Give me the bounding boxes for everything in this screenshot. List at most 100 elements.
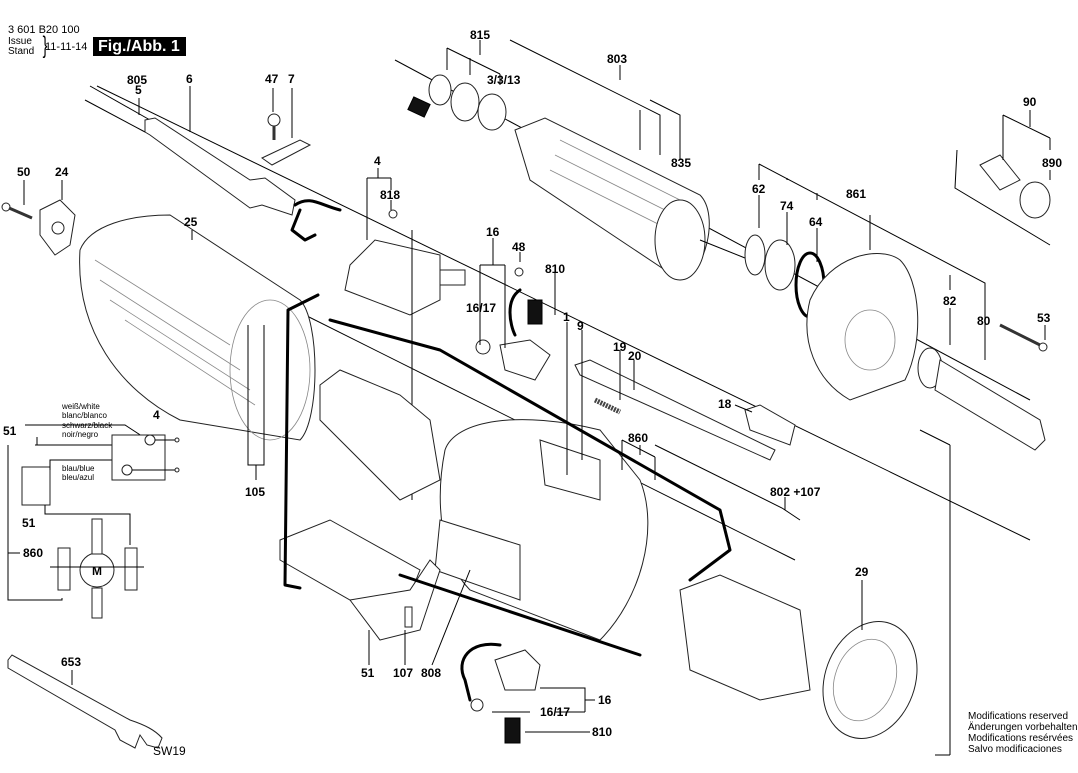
carbon-brush-810 [527, 299, 543, 325]
part-label-802-107: 802 +107 [770, 485, 821, 499]
wire-label-black-2: noir/negro [62, 430, 99, 439]
part-label-810-lower: 810 [592, 725, 612, 739]
brush-holder-part [1, 199, 76, 256]
modifications-notice: Modifications reserved Änderungen vorbeh… [968, 711, 1078, 755]
leader-105 [247, 325, 265, 480]
wiring-ref-51-top: 51 [3, 424, 17, 438]
leader-803 [509, 39, 661, 155]
guide-line-cable [96, 85, 1031, 541]
part-label-835: 835 [671, 156, 691, 170]
part-label-818: 818 [380, 188, 400, 202]
end-cap-inner [832, 638, 898, 722]
cable-brush-upper [508, 288, 522, 337]
leader-16 [479, 238, 506, 348]
part-label-16-lower: 16 [598, 693, 612, 707]
part-label-9: 9 [577, 319, 584, 333]
cable-wires [290, 199, 342, 242]
collet-part [954, 149, 1051, 246]
switch-body [344, 239, 441, 316]
motor-housing-part [79, 214, 316, 441]
stator-rear-part [679, 574, 918, 739]
bearing-ring-3 [477, 93, 507, 131]
housing-opening [229, 299, 311, 441]
part-label-16: 16 [486, 225, 500, 239]
part-label-20: 20 [628, 349, 642, 363]
brush-holder-16 [499, 339, 551, 381]
brush-bottom [91, 587, 103, 619]
wrench-part [7, 654, 163, 749]
end-cap [822, 621, 918, 739]
collet-nut [1019, 181, 1051, 219]
wiring-diagram: M weiß/white blanc/blanco schwarz/black … [3, 402, 180, 619]
wiring-ref-860: 860 [23, 546, 43, 560]
part-label-810: 810 [545, 262, 565, 276]
part-label-4: 4 [374, 154, 381, 168]
brush-top [91, 518, 103, 555]
part-label-53: 53 [1037, 311, 1051, 325]
part-label-19: 19 [613, 340, 627, 354]
part-label-1: 1 [563, 310, 570, 324]
ball-bearing [764, 239, 796, 291]
module-box [21, 466, 51, 506]
part-label-80: 80 [977, 314, 991, 328]
part-label-860: 860 [628, 431, 648, 445]
brush-holder-hole [51, 221, 65, 235]
part-label-25: 25 [184, 215, 198, 229]
internal-cables [283, 288, 732, 702]
housing-body [79, 214, 316, 441]
leader-835 [649, 99, 681, 160]
wire-label-white-2: blanc/blanco [62, 411, 107, 420]
switch-box [111, 434, 166, 481]
part-label-653: 653 [61, 655, 81, 669]
flange-screw [999, 323, 1041, 347]
issue-date: 11-11-14 [45, 41, 88, 53]
wire-label-blue-1: blau/blue [62, 464, 95, 473]
cable-clamp-part [261, 113, 312, 166]
guide-line-right [919, 429, 951, 446]
part-label-5: 5 [135, 83, 142, 97]
wire-module-to-brush [44, 505, 131, 545]
lower-brush-set [470, 649, 541, 744]
leader-808 [431, 569, 471, 666]
part-label-51: 51 [361, 666, 375, 680]
leader-18 [734, 404, 753, 413]
wire-label-black-1: schwarz/black [62, 421, 113, 430]
motor-symbol: M [92, 564, 102, 578]
part-label-107: 107 [393, 666, 413, 680]
cable-sleeve [144, 117, 296, 216]
part-label-62: 62 [752, 182, 766, 196]
part-label-803: 803 [607, 52, 627, 66]
housing-label-1 [539, 439, 601, 501]
armature-part [514, 117, 746, 281]
figure-badge: Fig./Abb. 1 [93, 37, 186, 56]
part-label-815: 815 [470, 28, 490, 42]
stand-label: Stand [8, 46, 35, 57]
leader-90 [1002, 110, 1051, 160]
clamp-screw-head [267, 113, 281, 127]
switch-contact-bottom [121, 464, 133, 476]
terminal-bottom [174, 467, 180, 473]
brace-glyph: } [42, 32, 48, 59]
part-label-861: 861 [846, 187, 866, 201]
carbon-brush-810-lower [504, 717, 521, 744]
slider-spring [593, 397, 622, 415]
modifications-line: Änderungen vorbehalten [968, 722, 1078, 733]
bearing-insert [407, 96, 431, 118]
modifications-line: Modifications resérvées [968, 733, 1074, 744]
wire-blue [49, 459, 112, 470]
leader-860 [621, 439, 656, 480]
part-labels: 815 3/3/13 803 835 805 5 6 47 7 50 24 25… [17, 28, 1062, 758]
flange-housing-part [806, 253, 1048, 451]
handle-bracket [319, 369, 441, 501]
terminal-top [174, 437, 180, 443]
flange-body [806, 253, 919, 401]
modifications-line: Salvo modificaciones [968, 744, 1062, 755]
collet-guide [954, 149, 1051, 246]
collet [979, 154, 1021, 191]
part-label-24: 24 [55, 165, 69, 179]
part-label-805: 805 [127, 73, 147, 87]
retaining-ring [744, 234, 766, 276]
leader-860-to-802 [654, 444, 801, 521]
spring-16-17-lower [470, 698, 484, 712]
leader-16-lower [540, 687, 595, 713]
